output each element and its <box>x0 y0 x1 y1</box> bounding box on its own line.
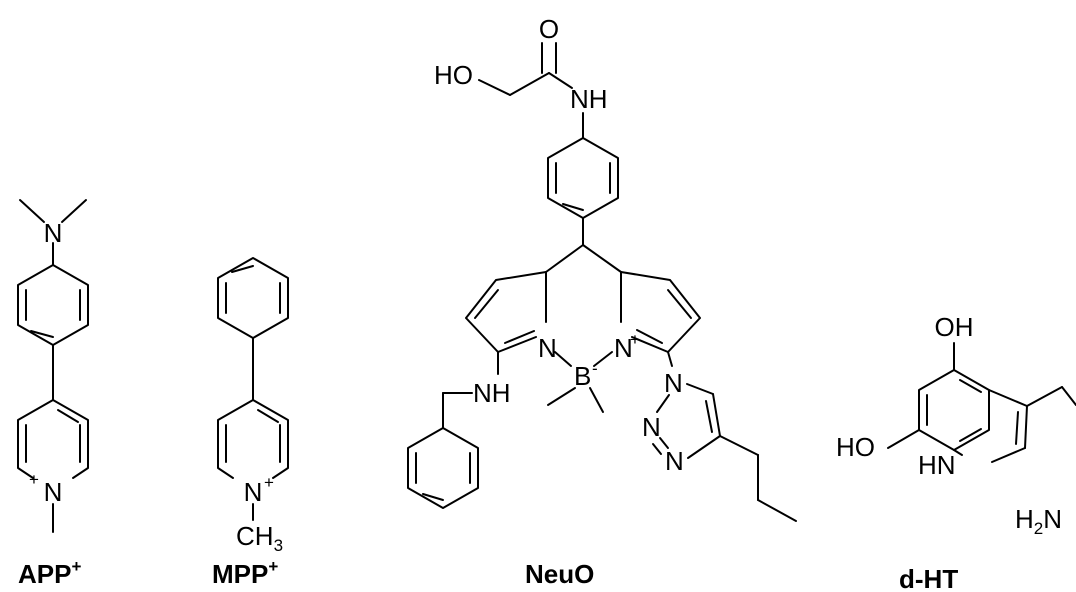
neuo-triazole-n1: N <box>664 368 683 398</box>
mpp-pyridinium-ring <box>217 399 289 479</box>
neuo-triazole-n2: N <box>642 412 661 442</box>
app-pyridinium-double-3 <box>57 409 79 423</box>
dht-benzene-double-3 <box>959 428 982 442</box>
neuo-n-b-bond-left <box>554 351 572 367</box>
app-methyl-bond-left <box>19 199 45 223</box>
neuo-ch2-co-bond <box>509 72 550 96</box>
app-structure: N + N APP+ <box>17 199 89 589</box>
neuo-carbonyl-o: O <box>539 14 559 44</box>
dht-benzene-double-2 <box>959 379 982 393</box>
mpp-structure: N + CH3 MPP+ <box>212 257 289 589</box>
mpp-pyridinium-double-3 <box>257 409 279 423</box>
neuo-benzyl-double-3 <box>422 493 444 501</box>
mpp-benzene-double-3 <box>231 265 254 273</box>
app-methyl-bond-right <box>61 199 87 223</box>
app-benzene-double-3 <box>30 330 54 338</box>
dht-amine: H2N <box>1015 504 1062 538</box>
neuo-triazole-n2-n3-a <box>659 437 669 449</box>
neuo-meso-left <box>545 244 584 273</box>
neuo-triazole-n3-c <box>687 435 721 459</box>
neuo-triazole-n1-ch <box>686 383 714 395</box>
neuo-benzyl-ring <box>407 427 479 509</box>
app-benzene-ring <box>17 264 89 346</box>
neuo-amide-nh: NH <box>570 84 608 114</box>
app-label: APP+ <box>18 557 81 589</box>
neuo-ho-ch2-bond <box>478 79 511 96</box>
neuo-c-triazole-bond <box>667 351 673 367</box>
mpp-ring-n: N <box>244 477 263 507</box>
mpp-ring-charge: + <box>264 473 274 492</box>
neuo-propyl-1 <box>719 435 759 456</box>
neuo-right-n: N <box>614 333 633 363</box>
neuo-right-n-charge: + <box>630 330 640 349</box>
neuo-left-pyrrole-double-2 <box>504 330 535 344</box>
neuo-b-methyl-right <box>589 387 604 413</box>
mpp-methyl: CH3 <box>236 521 283 555</box>
neuo-left-pyrrole-double-1 <box>474 289 499 319</box>
neuo-right-pyrrole <box>620 271 701 353</box>
dht-c7a-n <box>953 449 963 456</box>
app-ring-n: N <box>44 477 63 507</box>
neuo-triazole-n1-n2 <box>656 394 670 413</box>
neuo-b-methyl-left <box>547 387 576 406</box>
neuo-right-pyrrole-double-1 <box>667 289 692 319</box>
dht-c2-n <box>991 447 1026 463</box>
neuo-propyl-3 <box>757 499 797 522</box>
neuo-structure: O HO NH N N + B - <box>407 14 797 589</box>
dht-c3-c2-double <box>1015 411 1019 445</box>
neuo-n-b-bond-right <box>593 351 613 367</box>
dht-side-chain-1 <box>1026 386 1063 407</box>
dht-benzene-ring <box>918 369 990 451</box>
neuo-label: NeuO <box>525 559 594 589</box>
neuo-triazole-n2-n3-b <box>652 443 662 455</box>
mpp-benzene-ring <box>217 257 289 339</box>
dht-hydroxyl-top: OH <box>935 312 974 342</box>
neuo-triazole-double <box>705 400 713 433</box>
dht-c3a-c3 <box>988 389 1028 407</box>
neuo-co-nh-bond <box>548 72 573 89</box>
neuo-boron-charge: - <box>592 359 598 378</box>
neuo-amine-nh: NH <box>473 378 511 408</box>
neuo-triazole-ch-c <box>712 393 721 437</box>
dht-ho-bond <box>887 429 920 449</box>
dht-side-chain-2 <box>1061 386 1076 406</box>
neuo-triazole-n3: N <box>665 446 684 476</box>
dht-structure: OH HN HO H2N d-HT <box>836 312 1076 592</box>
dht-hydroxyl-left: HO <box>836 432 875 462</box>
app-dimethyl-n: N <box>44 218 63 248</box>
neuo-left-pyrrole <box>465 271 547 353</box>
mpp-label: MPP+ <box>212 557 278 589</box>
neuo-phenylene-double-3 <box>562 203 584 211</box>
dht-label: d-HT <box>899 564 958 592</box>
neuo-left-n: N <box>538 333 557 363</box>
neuo-meso-right <box>582 244 622 273</box>
neuo-right-pyrrole-double-2 <box>636 329 663 344</box>
app-ring-charge: + <box>29 470 39 489</box>
dht-indole-nh: HN <box>918 450 956 480</box>
neuo-phenylene-ring <box>547 137 619 219</box>
app-pyridinium-ring <box>17 399 89 479</box>
neuo-hydroxyl: HO <box>434 60 473 90</box>
dht-c3-c2 <box>1024 405 1028 449</box>
neuo-boron: B <box>574 361 591 391</box>
